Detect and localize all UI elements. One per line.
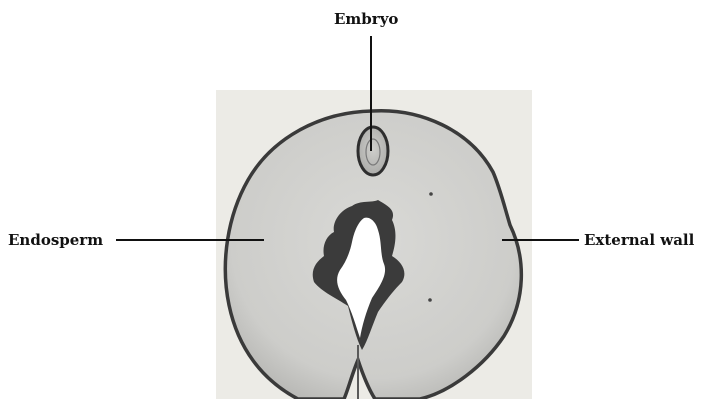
endosperm-label: Endosperm [8, 233, 103, 248]
speckle-mark [428, 298, 432, 302]
external-wall-label: External wall [584, 233, 694, 248]
speckle-mark [429, 192, 433, 196]
embryo-shape [358, 127, 388, 175]
embryo-label: Embryo [334, 12, 398, 27]
